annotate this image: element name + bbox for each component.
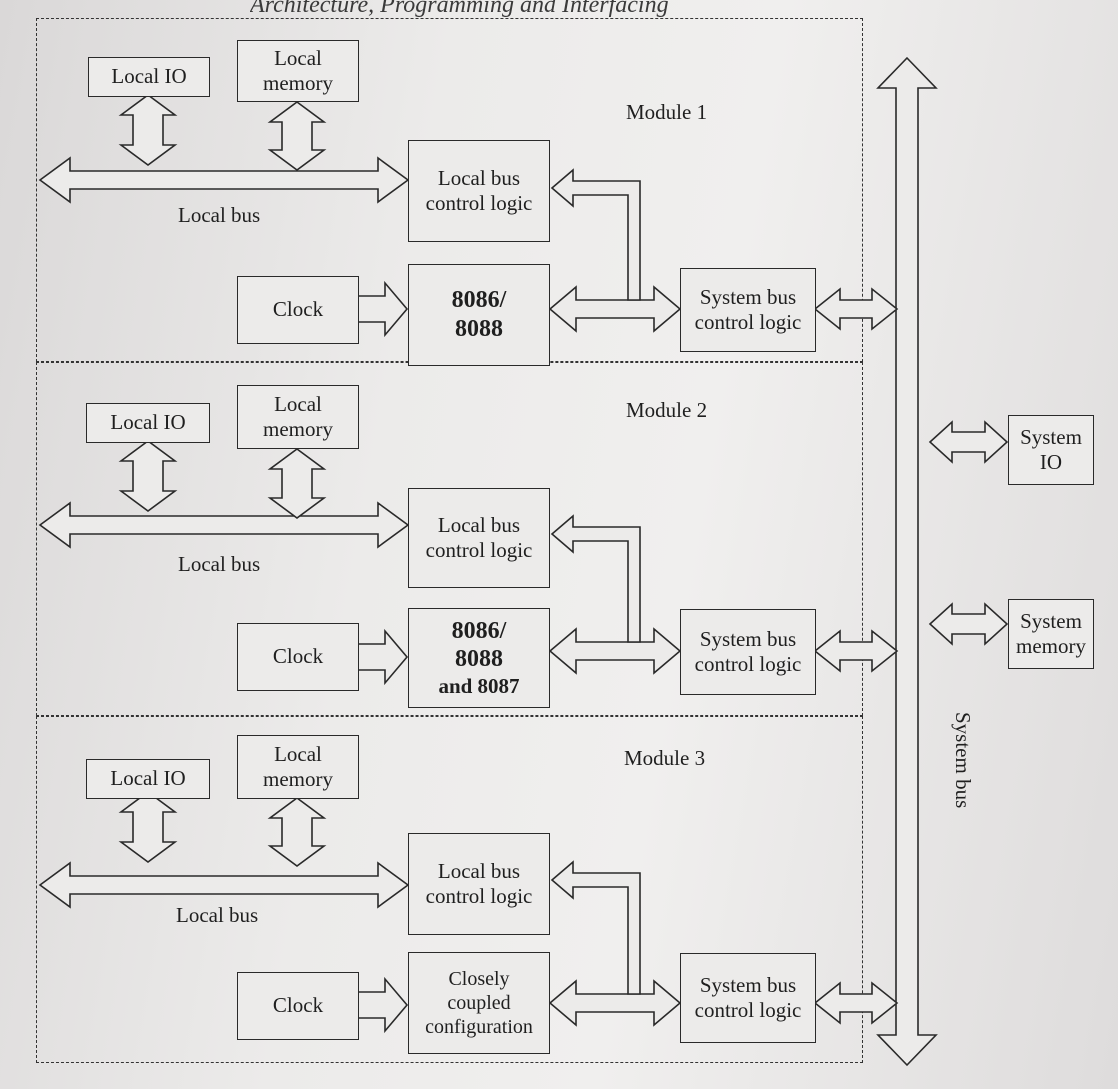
m1-clock-arrow: [357, 280, 409, 338]
m3-local-memory-label: Local memory: [263, 741, 333, 791]
system-io-box: System IO: [1008, 415, 1094, 485]
module-2-title: Module 2: [626, 398, 708, 422]
m3-lbc-tee-arrow: [550, 860, 641, 995]
m2-local-bus-label: Local bus: [178, 552, 261, 576]
m2-processor-label: 8086/ 8088: [451, 617, 507, 673]
m2-cpu-sys-arrow: [548, 627, 682, 675]
m1-local-memory-box: Local memory: [237, 40, 359, 102]
m1-local-bus-control-box: Local bus control logic: [408, 140, 550, 242]
m3-clock-box: Clock: [237, 972, 359, 1040]
system-memory-box: System memory: [1008, 599, 1094, 669]
m3-local-bus-control-label: Local bus control logic: [425, 858, 533, 908]
system-bus-arrow: [876, 56, 938, 1067]
m3-system-bus-control-label: System bus control logic: [694, 972, 802, 1022]
m2-local-memory-label: Local memory: [263, 391, 333, 441]
m2-lbc-tee-arrow: [550, 514, 641, 643]
m2-system-bus-control-label: System bus control logic: [694, 626, 802, 676]
m3-local-memory-box: Local memory: [237, 735, 359, 799]
m3-io-link-arrow: [118, 791, 178, 863]
system-memory-label: System memory: [1016, 608, 1086, 658]
m2-system-bus-control-box: System bus control logic: [680, 609, 816, 695]
m3-clock-label: Clock: [272, 993, 324, 1018]
m1-local-bus-label: Local bus: [178, 203, 261, 227]
m1-system-bus-control-box: System bus control logic: [680, 268, 816, 352]
m2-io-link-arrow: [118, 440, 178, 512]
m3-clock-arrow: [357, 976, 409, 1034]
m2-clock-label: Clock: [272, 644, 324, 669]
m3-memory-link-arrow: [267, 797, 327, 867]
system-memory-arrow: [928, 602, 1009, 646]
m2-processor-box: 8086/ 8088 and 8087: [408, 608, 550, 708]
m1-local-bus-control-label: Local bus control logic: [425, 165, 533, 215]
m2-local-io-box: Local IO: [86, 403, 210, 443]
m2-sys-to-bus-arrow: [813, 629, 899, 673]
m1-lbc-tee-arrow: [550, 168, 641, 301]
module-3-frame: [36, 716, 863, 1063]
m2-processor-sub-label: and 8087: [438, 674, 520, 699]
system-io-arrow: [928, 420, 1009, 464]
m2-memory-link-arrow: [267, 448, 327, 519]
m1-sys-to-bus-arrow: [813, 287, 899, 331]
m2-local-bus-control-box: Local bus control logic: [408, 488, 550, 588]
m3-sys-to-bus-arrow: [813, 981, 899, 1025]
m1-local-bus-arrow: [38, 156, 410, 204]
m3-processor-box: Closely coupled configuration: [408, 952, 550, 1054]
page-header: Architecture, Programming and Interfacin…: [250, 0, 669, 18]
m1-memory-link-arrow: [267, 101, 327, 171]
m2-local-io-label: Local IO: [110, 410, 186, 435]
m3-local-io-box: Local IO: [86, 759, 210, 799]
m1-processor-box: 8086/ 8088: [408, 264, 550, 366]
m3-local-bus-arrow: [38, 861, 410, 909]
m1-processor-label: 8086/ 8088: [451, 287, 507, 342]
m2-local-bus-arrow: [38, 501, 410, 549]
module-1-title: Module 1: [626, 100, 708, 124]
m2-clock-arrow: [357, 628, 409, 686]
m1-io-link-arrow: [118, 94, 178, 166]
m2-local-memory-box: Local memory: [237, 385, 359, 449]
system-bus-label: System bus: [951, 712, 975, 809]
m3-local-io-label: Local IO: [110, 766, 186, 791]
m2-clock-box: Clock: [237, 623, 359, 691]
m1-system-bus-control-label: System bus control logic: [694, 284, 802, 334]
m1-clock-box: Clock: [237, 276, 359, 344]
m3-cpu-sys-arrow: [548, 979, 682, 1027]
m1-local-memory-label: Local memory: [263, 45, 333, 95]
m1-cpu-sys-arrow: [548, 285, 682, 333]
m3-local-bus-control-box: Local bus control logic: [408, 833, 550, 935]
m1-local-io-label: Local IO: [111, 64, 187, 89]
m3-processor-label: Closely coupled configuration: [425, 968, 533, 1038]
m3-local-bus-label: Local bus: [176, 903, 259, 927]
m1-clock-label: Clock: [272, 297, 324, 322]
m2-local-bus-control-label: Local bus control logic: [425, 512, 533, 562]
m1-local-io-box: Local IO: [88, 57, 210, 97]
system-io-label: System IO: [1020, 424, 1082, 474]
m3-system-bus-control-box: System bus control logic: [680, 953, 816, 1043]
module-3-title: Module 3: [624, 746, 706, 770]
